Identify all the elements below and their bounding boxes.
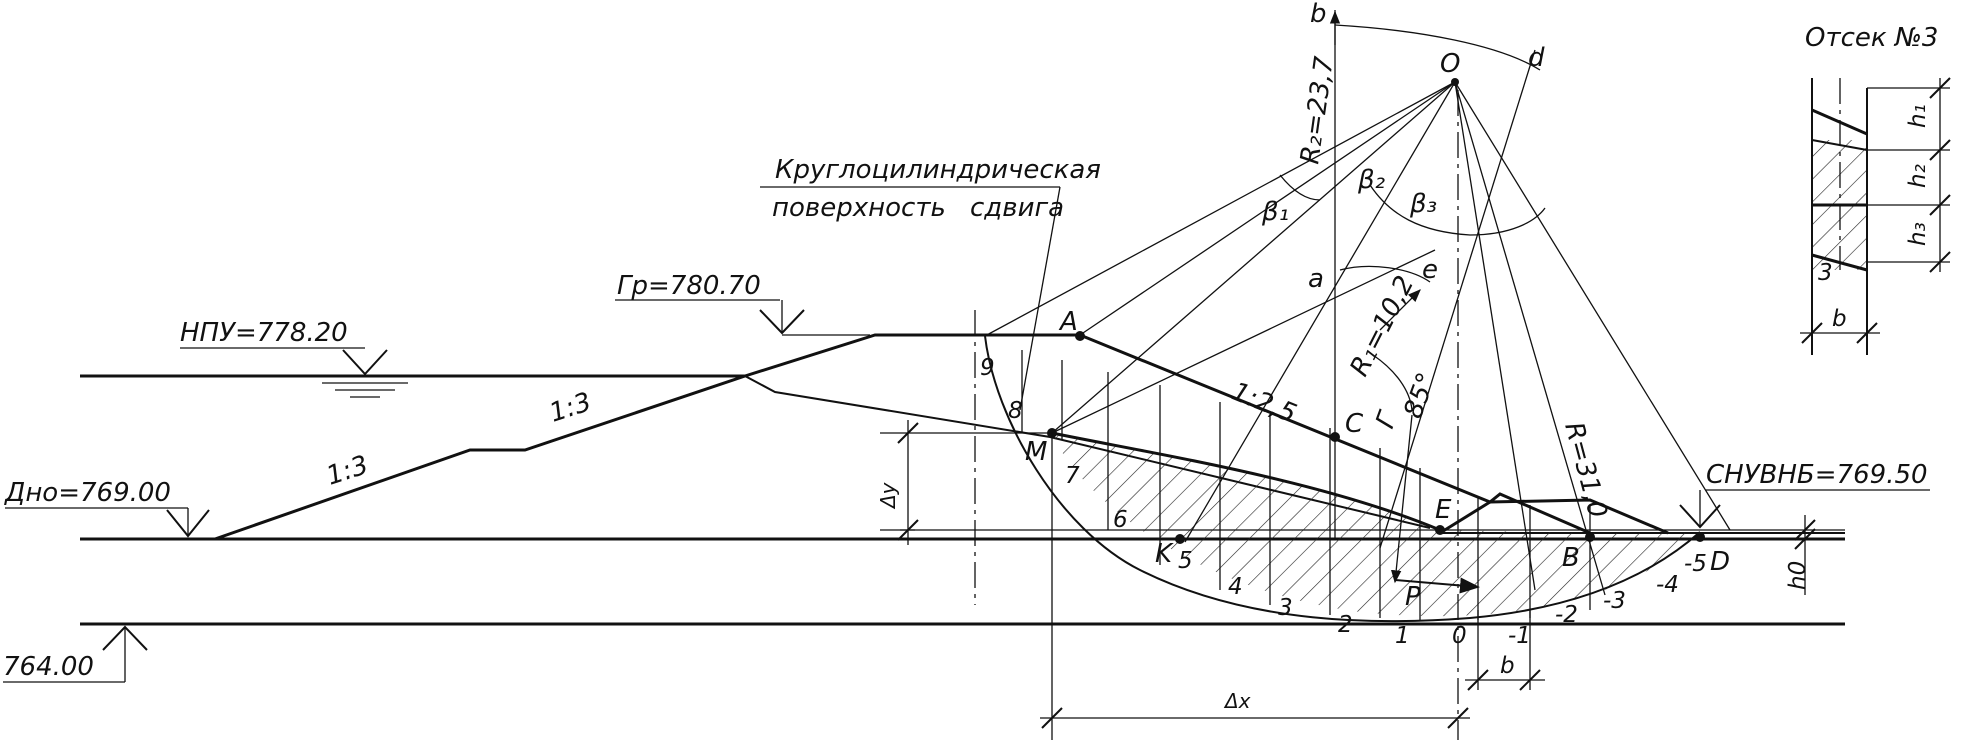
- note-line2a: поверхность: [772, 193, 946, 223]
- slice-num-m2: -2: [1555, 602, 1578, 628]
- angle-85-label: 85°: [1398, 369, 1442, 423]
- tailwater-marker: СНУВНБ=769.50: [1679, 460, 1930, 529]
- inset-num: 3: [1818, 260, 1833, 286]
- dim-dx: Δx: [1040, 433, 1470, 740]
- angle-b3-label: β₃: [1409, 189, 1437, 219]
- toe-prism: [1489, 498, 1669, 535]
- sliding-mass-hatch: [1052, 433, 1700, 617]
- inset-b: b: [1832, 306, 1847, 332]
- inset-h3: h₃: [1905, 222, 1931, 246]
- slice-num-m3: -3: [1603, 588, 1626, 614]
- point-b-label: b: [1310, 0, 1327, 29]
- radius-main-label: R=31,0: [1558, 419, 1612, 521]
- arc-85: [1372, 354, 1413, 411]
- point-d-label: d: [1528, 43, 1545, 73]
- point-P-label: P: [1405, 582, 1421, 612]
- npu-marker: НПУ=778.20: [180, 318, 408, 398]
- inset-compartment: Отсек №3 h₁ h₂ h₃ 3 b: [1800, 23, 1951, 355]
- slice-num-6: 6: [1113, 507, 1128, 533]
- dim-b: b: [1465, 610, 1545, 691]
- slice-num-4: 4: [1228, 574, 1243, 600]
- slice-numbers: 9 8 7 6 5 4 3 2 1 0 -1 -2 -3 -4 -5: [980, 355, 1707, 649]
- slice-num-7: 7: [1065, 463, 1080, 489]
- slide-upper-boundary: [1051, 431, 1441, 532]
- dim-dx-label: Δx: [1223, 689, 1251, 713]
- point-D-label: D: [1710, 547, 1730, 577]
- inset-title: Отсек №3: [1805, 23, 1938, 53]
- base-label: 764.00: [3, 652, 94, 682]
- angle-b1-label: β₁: [1261, 197, 1289, 227]
- arc-top: [1334, 24, 1541, 71]
- dim-h0-label: h0: [1785, 561, 1811, 590]
- point-E-label: E: [1435, 495, 1452, 525]
- upstream-slope: [214, 333, 1080, 541]
- crest-label: Гр=780.70: [617, 271, 761, 301]
- bottom-marker: Дно=769.00: [4, 478, 210, 538]
- point-e-label: e: [1422, 255, 1438, 285]
- force-p-arrow: [1394, 577, 1480, 594]
- slip-surface-arc: [984, 335, 1701, 623]
- slice-num-m1: -1: [1508, 623, 1531, 649]
- slice-num-9: 9: [980, 355, 995, 381]
- point-C-label: C: [1345, 409, 1364, 439]
- slice-lines: [1021, 350, 1591, 620]
- point-B-label: B: [1562, 543, 1580, 573]
- point-K-label: K: [1155, 539, 1174, 569]
- bottom-label: Дно=769.00: [4, 478, 171, 508]
- force-g-arrow: [1391, 414, 1413, 584]
- radius-r2-label: R₂=23,7: [1295, 54, 1340, 166]
- slice-num-0: 0: [1452, 623, 1467, 649]
- points: [1047, 78, 1705, 544]
- note-line2b: сдвига: [970, 193, 1064, 223]
- slice-num-m4: -4: [1656, 572, 1679, 598]
- angle-b2-label: β₂: [1357, 165, 1385, 195]
- slice-num-8: 8: [1008, 398, 1023, 424]
- dim-dy: Δy: [876, 420, 1050, 545]
- point-A-label: A: [1058, 307, 1078, 337]
- arc-a: [1339, 265, 1431, 283]
- dim-dy-label: Δy: [876, 481, 900, 510]
- downstream-slope: [1079, 333, 1591, 535]
- slice-num-2: 2: [1338, 612, 1353, 638]
- dim-h0: h0: [1785, 515, 1816, 595]
- point-M-label: M: [1025, 437, 1047, 467]
- tailwater-label: СНУВНБ=769.50: [1706, 460, 1928, 490]
- point-a-label: a: [1308, 264, 1324, 294]
- berm-edge: [1439, 500, 1491, 535]
- slip-surface-note: Круглоцилиндрическая поверхность сдвига: [760, 155, 1101, 411]
- arc-beta1: [1279, 174, 1321, 201]
- radial-lines: [984, 49, 1731, 596]
- slice-num-5: 5: [1178, 548, 1193, 574]
- npu-label: НПУ=778.20: [180, 318, 348, 348]
- point-O-label: O: [1440, 49, 1460, 79]
- base-marker: 764.00: [3, 625, 148, 683]
- slice-num-3: 3: [1278, 595, 1293, 621]
- r1-arrow: [1379, 289, 1421, 331]
- crest-marker: Гр=780.70: [615, 271, 870, 336]
- inset-h1: h₁: [1905, 104, 1931, 128]
- slope-downstream-label: 1:2,5: [1227, 377, 1300, 430]
- slice-num-m5: -5: [1684, 551, 1707, 577]
- arc-beta3: [1369, 184, 1546, 236]
- slice-num-1: 1: [1395, 623, 1410, 649]
- inset-h2: h₂: [1905, 164, 1931, 188]
- dim-b-label: b: [1500, 653, 1515, 679]
- note-line1: Круглоцилиндрическая: [775, 155, 1101, 185]
- slope-upper-label: 1:3: [546, 387, 595, 428]
